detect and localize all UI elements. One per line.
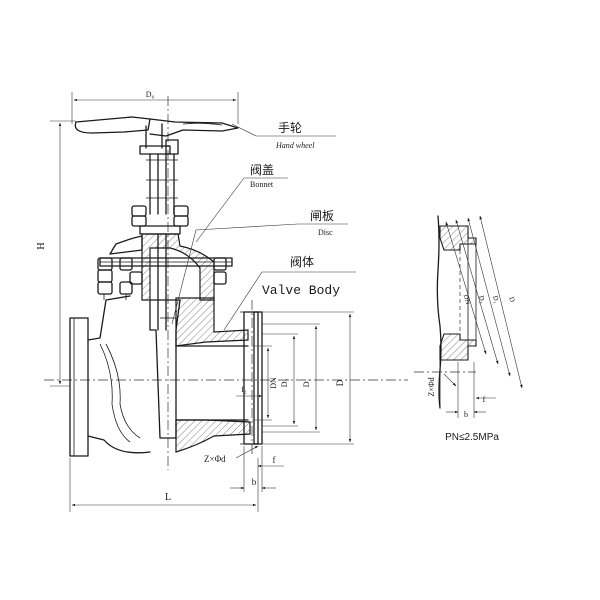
disc-label-en: Disc (318, 228, 333, 237)
dim-label-b: b (252, 477, 257, 487)
dim-label-H: H (36, 242, 47, 249)
dim-flange-main: f₂ b f Z×Φd (204, 385, 284, 492)
dim-label-L: L (165, 492, 171, 503)
handwheel-label-cn: 手轮 (278, 121, 302, 135)
dim-D0: D₀ (71, 90, 239, 124)
body-label-en: Valve Body (262, 283, 340, 298)
callout-bonnet: 阀盖 Bonnet (195, 163, 288, 243)
yoke (131, 153, 189, 235)
body-label-cn: 阀体 (290, 255, 314, 269)
dim-L: L (69, 458, 259, 512)
callout-handwheel: 手轮 Hand wheel (231, 121, 336, 150)
dim-label-DN: DN (269, 377, 278, 389)
dim-label-f: f (273, 455, 276, 465)
dim-label-f2: f₂ (241, 385, 247, 394)
callout-body: 阀体 Valve Body (223, 255, 356, 331)
dim-label-D0: D₀ (146, 90, 155, 99)
detail-label-D: D (507, 296, 516, 303)
dim-diameters: DN D₂ D₁ D (252, 311, 354, 445)
flange-detail: DN D₂ D₁ D Z×Φd b f PN≤2.5MPa (414, 215, 523, 443)
detail-note: PN≤2.5MPa (445, 432, 499, 443)
dim-label-ZPhid: Z×Φd (204, 454, 226, 464)
dim-label-D: D (335, 379, 345, 386)
dim-H: H (36, 120, 76, 387)
bonnet (97, 233, 233, 301)
center-lines (44, 96, 408, 470)
detail-label-f: f (483, 395, 486, 404)
handwheel-label-en: Hand wheel (275, 141, 315, 150)
callout-disc: 闸板 Disc (171, 209, 348, 325)
dim-label-D1: D₁ (302, 379, 311, 388)
detail-label-ZPhid: Z×Φd (427, 377, 436, 396)
bonnet-label-en: Bonnet (250, 180, 274, 189)
detail-label-b: b (464, 410, 468, 419)
detail-label-D2: D₂ (477, 295, 487, 305)
dim-label-D2: D₂ (280, 379, 289, 388)
handwheel (74, 116, 239, 155)
bonnet-label-cn: 阀盖 (250, 163, 274, 177)
disc-label-cn: 闸板 (310, 209, 334, 223)
valve-body (69, 295, 263, 457)
